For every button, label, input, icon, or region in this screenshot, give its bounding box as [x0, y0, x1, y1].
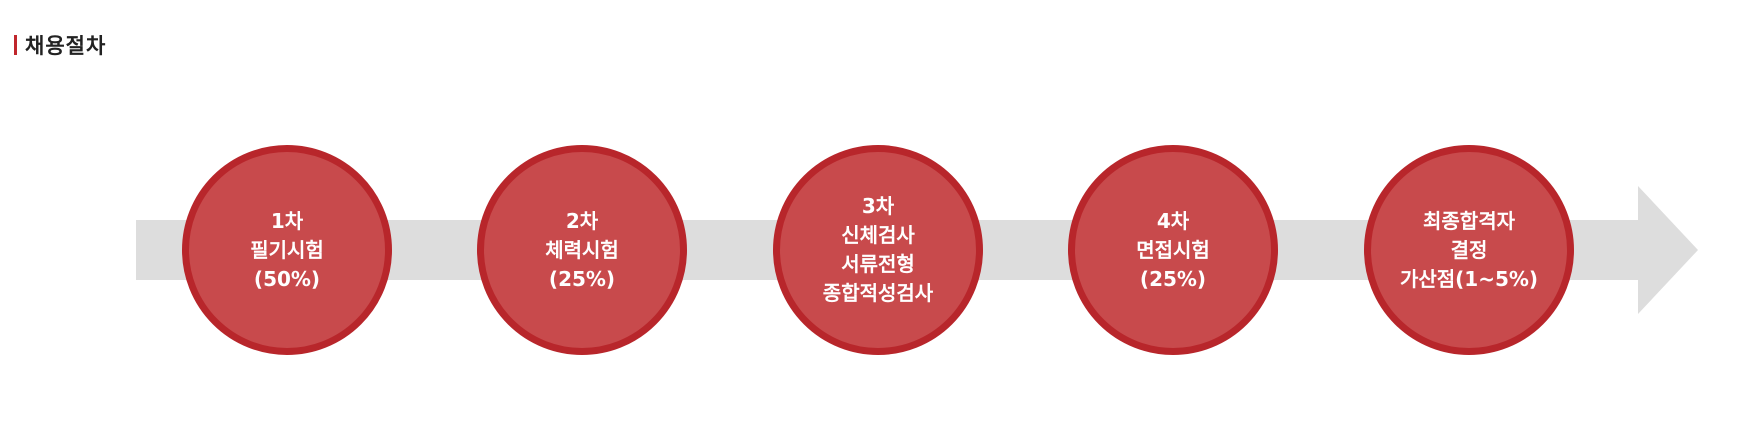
step-4-label: 4차 [1156, 208, 1190, 233]
step-2-name: 체력시험 [545, 237, 619, 262]
step-1-label: 1차 [270, 208, 304, 233]
step-1-name: 필기시험 [250, 237, 324, 262]
step-4-name: 면접시험 [1136, 237, 1210, 262]
step-1: 1차 필기시험 (50%) [182, 145, 392, 355]
step-3: 3차 신체검사 서류전형 종합적성검사 [773, 145, 983, 355]
heading-accent-bar [14, 35, 17, 55]
step-3-name-2: 서류전형 [841, 252, 915, 276]
section-title: 채용절차 [25, 34, 107, 58]
step-5: 최종합격자 결정 가산점(1~5%) [1364, 145, 1574, 355]
step-3-name-1: 신체검사 [841, 223, 915, 247]
step-3-name-3: 종합적성검사 [822, 281, 934, 305]
step-4-weight: (25%) [1139, 266, 1207, 291]
step-5-bonus: 가산점(1~5%) [1399, 266, 1539, 291]
step-2: 2차 체력시험 (25%) [477, 145, 687, 355]
step-4: 4차 면접시험 (25%) [1068, 145, 1278, 355]
section-heading: 채용절차 [14, 32, 106, 58]
step-5-label: 최종합격자 [1423, 208, 1515, 233]
step-2-weight: (25%) [548, 266, 616, 291]
step-5-name: 결정 [1450, 237, 1488, 262]
step-2-label: 2차 [565, 208, 599, 233]
step-1-weight: (50%) [253, 266, 321, 291]
step-3-label: 3차 [861, 194, 895, 218]
